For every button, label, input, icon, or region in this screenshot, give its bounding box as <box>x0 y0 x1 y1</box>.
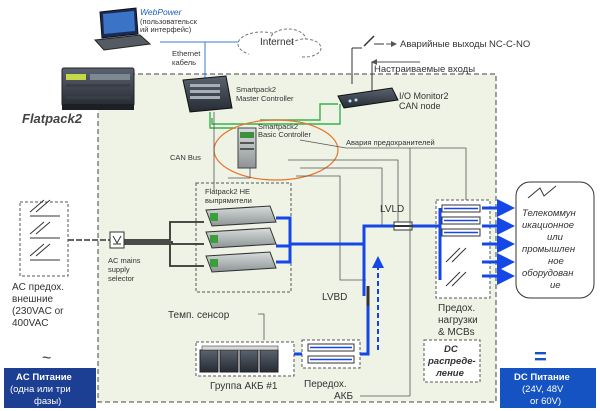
battery-fuses-label-1: Передох. <box>304 379 347 390</box>
ac-fuses-label-3: (230VAC or <box>12 306 64 317</box>
can-bus-green-lines <box>209 103 341 129</box>
can-bus-label: CAN Bus <box>170 153 201 162</box>
ethernet-label: Ethernet <box>172 49 201 58</box>
rectifier-group <box>195 182 292 293</box>
master-controller-label-2: Master Controller <box>236 94 294 103</box>
system-title: Flatpack2 <box>22 111 83 126</box>
ac-input-fuses <box>19 201 69 277</box>
basic-controller-image <box>237 127 257 169</box>
control-lines <box>228 159 399 281</box>
telecom-label-1: Телекоммун <box>522 208 577 219</box>
ac-selector-label-3: selector <box>108 274 135 283</box>
relay-switch-icon <box>351 35 397 84</box>
lvbd-label: LVBD <box>322 292 347 303</box>
webpower-subtitle: (пользовательск <box>140 17 198 26</box>
telecom-label-2: икационное <box>522 220 574 231</box>
rectifier-label: Flatpack2 HE <box>205 187 250 196</box>
basic-controller-label: Smartpack2 <box>258 122 298 131</box>
battery-fuse-icons <box>307 343 355 364</box>
load-fuses-label-2: нагрузки <box>438 315 478 326</box>
dc-equals-icon: = <box>534 344 547 369</box>
ac-fuses-label-4: 400VAC <box>12 318 49 329</box>
telecom-label-3: или <box>547 232 564 243</box>
ac-selector-label-2: supply <box>108 265 130 274</box>
ethernet-label-2: кабель <box>172 58 196 67</box>
rectifier-module <box>205 251 277 273</box>
rectifier-module <box>205 227 277 249</box>
lightning-icon <box>527 185 557 199</box>
temp-sensor-line <box>258 313 265 340</box>
load-fuses-group <box>435 199 491 299</box>
alarm-outputs-label: Аварийные выходы NC-C-NO <box>400 39 530 50</box>
ac-power-box <box>4 368 96 408</box>
dc-distribution-label-2: распреде- <box>427 356 476 367</box>
rectifier-modules <box>205 205 277 273</box>
internet-cloud-icon <box>237 28 322 61</box>
io-monitor-image <box>337 87 399 109</box>
config-inputs-label: Настраиваемые входы <box>374 64 475 75</box>
telecom-label-6: оборудован <box>522 268 574 279</box>
mcb-icons <box>445 247 467 287</box>
dc-power-box <box>500 368 596 408</box>
rectifier-module <box>205 205 277 227</box>
battery-dc-lines <box>294 306 370 356</box>
io-monitor-label: I/O Monitor2 <box>399 91 449 101</box>
ac-fuses-label-1: AC предох. <box>12 282 64 293</box>
io-monitor-label-2: CAN node <box>399 101 441 111</box>
load-bus-lines <box>436 208 442 280</box>
ac-power-label-1: AC Питание <box>16 372 72 383</box>
dc-distribution-label-1: DC <box>444 344 458 355</box>
telecom-label-7: ие <box>550 280 561 291</box>
load-fuses-label-3: & MCBs <box>438 327 475 338</box>
load-fuses-label-1: Предох. <box>438 303 475 314</box>
ac-selector-box <box>109 231 125 249</box>
ac-wave-icon: ~ <box>42 350 51 367</box>
ac-feed-lines <box>124 221 204 267</box>
battery-fuses-label-2: АКБ <box>334 391 353 402</box>
ac-breaker-icons <box>29 199 60 261</box>
webpower-subtitle-2: ий интерфейс) <box>140 25 192 34</box>
ac-power-label-3: фазы) <box>34 396 61 407</box>
ac-fuses-label-2: внешние <box>12 294 54 305</box>
rectifier-label-2: выпрямители <box>205 196 252 205</box>
telecom-equipment-box <box>515 181 595 299</box>
internet-label: Internet <box>260 37 294 48</box>
ac-power-label-2: (одна или три <box>10 384 71 395</box>
basic-controller-label-2: Basic Controller <box>258 130 311 139</box>
load-fuse-icons <box>441 204 481 237</box>
laptop-icon <box>93 7 152 51</box>
flatpack2-cabinet-image <box>61 67 135 110</box>
dc-distribution-box <box>423 339 481 383</box>
load-output-arrows <box>482 199 515 285</box>
battery-icons <box>199 345 279 373</box>
telecom-label-5: ное <box>548 256 564 267</box>
dc-power-label-3: or 60V) <box>530 396 561 407</box>
telecom-label-4: промышлен <box>522 244 576 255</box>
temp-sensor-label: Темп. сенсор <box>168 310 230 321</box>
ac-selector-label-1: AC mains <box>108 256 141 265</box>
dc-bus-lines <box>276 216 436 296</box>
dc-power-label-1: DC Питание <box>514 372 570 383</box>
battery-group-label: Группа АКБ #1 <box>210 381 278 392</box>
master-controller-image <box>182 75 233 113</box>
dc-power-label-2: (24V, 48V <box>522 384 564 395</box>
fuse-alarm-line <box>299 139 467 200</box>
webpower-title: WebPower <box>140 7 183 17</box>
fuse-alarm-label: Авария предохранителей <box>346 138 435 147</box>
lvld-label: LVLD <box>380 204 404 215</box>
master-controller-label: Smartpack2 <box>236 85 276 94</box>
dc-distribution-label-3: ление <box>435 368 465 379</box>
